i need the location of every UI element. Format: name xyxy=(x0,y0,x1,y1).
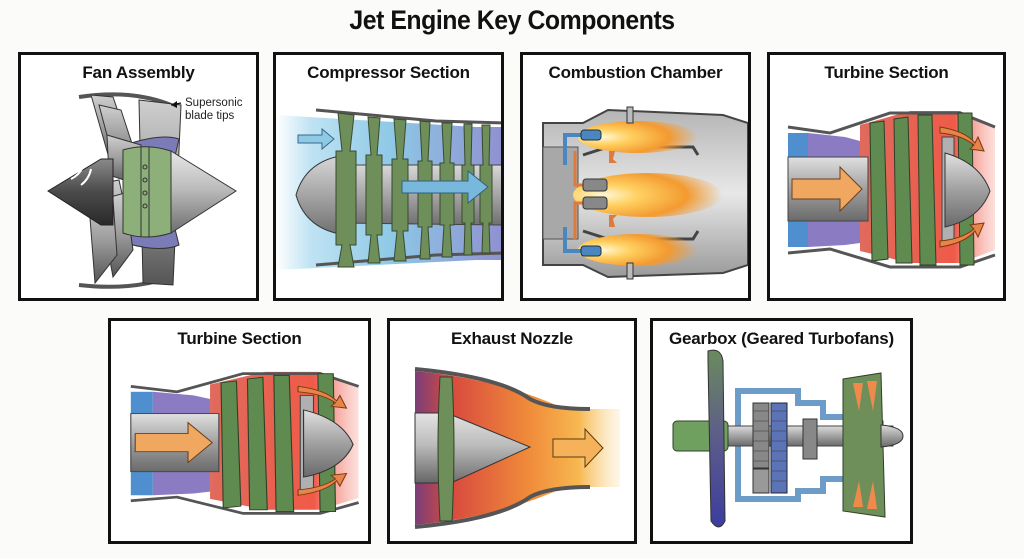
callout-line: Supersonic xyxy=(185,97,243,109)
callout-line: blade tips xyxy=(185,110,235,122)
intake-arrow xyxy=(297,127,335,151)
nozzle-wall-top xyxy=(414,367,591,411)
turbine-illustration xyxy=(130,371,360,515)
panel-exhaust-nozzle: Exhaust Nozzle xyxy=(387,318,637,544)
flame xyxy=(573,173,723,217)
compressor-illustration xyxy=(276,108,501,270)
page-title: Jet Engine Key Components xyxy=(349,5,675,35)
fuel-line xyxy=(563,133,581,165)
sun-gear xyxy=(802,418,818,460)
fuel-line xyxy=(573,151,583,187)
panel-title: Fan Assembly xyxy=(82,63,195,82)
fan-assembly-illustration xyxy=(47,92,237,289)
turbine-stage xyxy=(437,376,455,522)
panel-title: Gearbox (Geared Turbofans) xyxy=(669,329,894,348)
casing-top xyxy=(315,108,501,125)
fan-blade xyxy=(707,349,726,528)
panel-combustion-chamber: Combustion Chamber xyxy=(520,52,751,301)
thrust-arrow xyxy=(552,427,604,469)
tail-cone xyxy=(170,150,237,234)
exhaust-arrow xyxy=(939,222,985,248)
compressor-stage xyxy=(842,372,886,518)
fuel-injector xyxy=(582,196,608,210)
fuel-line xyxy=(563,227,581,253)
inlet-duct xyxy=(542,146,579,240)
flame xyxy=(578,121,698,153)
casing-bottom xyxy=(315,251,501,267)
fuel-injector xyxy=(582,178,608,192)
planet-gear xyxy=(752,402,770,469)
turbine-stages xyxy=(220,373,337,513)
planet-gear xyxy=(752,468,770,494)
panel-fan-assembly: Fan Assembly xyxy=(18,52,259,301)
exhaust-arrow xyxy=(297,385,348,409)
panel-title: Turbine Section xyxy=(177,329,302,348)
panel-compressor-section: Compressor Section xyxy=(273,52,504,301)
panel-title: Turbine Section xyxy=(824,63,949,82)
panel-gearbox: Gearbox (Geared Turbofans) xyxy=(650,318,913,544)
flow-arrow xyxy=(134,421,214,464)
panel-title: Combustion Chamber xyxy=(548,63,723,82)
fuel-line xyxy=(573,201,583,240)
panel-title: Exhaust Nozzle xyxy=(451,329,573,348)
panel-turbine-section-repeat: Turbine Section xyxy=(108,318,371,544)
gearbox-illustration xyxy=(672,349,904,528)
exhaust-arrow xyxy=(939,126,985,152)
exhaust-arrow xyxy=(297,472,348,496)
tail-cone xyxy=(944,152,991,228)
turbine-illustration xyxy=(787,111,996,269)
callout-supersonic-blade-tips: Supersonic blade tips xyxy=(185,97,243,123)
combustion-chamber-illustration xyxy=(542,106,748,280)
tail-cone xyxy=(303,409,354,478)
spinner xyxy=(47,158,114,226)
panel-title: Compressor Section xyxy=(307,63,470,82)
ring-gear xyxy=(770,402,788,494)
flame xyxy=(578,234,698,266)
gears xyxy=(752,402,818,494)
exhaust-nozzle-illustration xyxy=(414,367,620,529)
flow-arrow xyxy=(791,165,863,213)
nozzle-wall-bottom xyxy=(414,485,591,529)
flow-arrow xyxy=(401,169,489,205)
casing-top xyxy=(78,92,172,107)
panel-turbine-section: Turbine Section xyxy=(767,52,1006,301)
